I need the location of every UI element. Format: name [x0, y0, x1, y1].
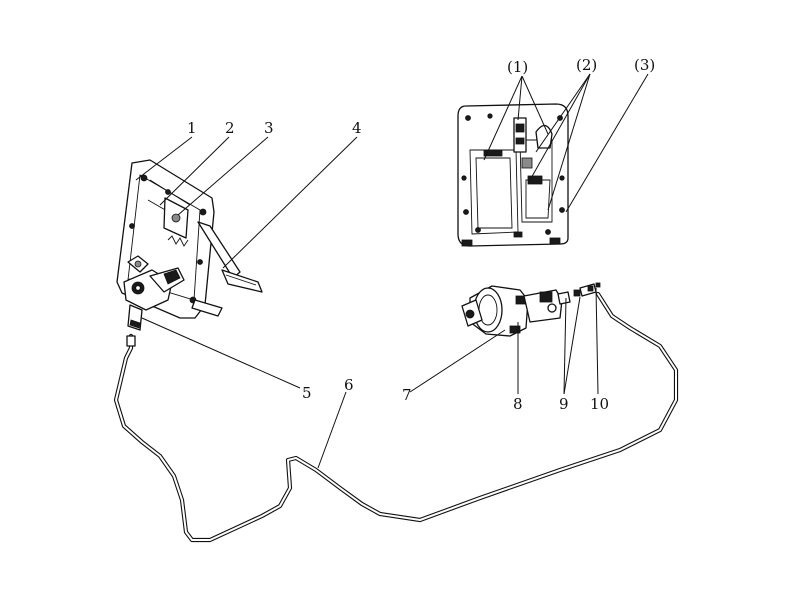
clutch-master-cylinder [123, 255, 185, 331]
callout-detail-2: (2) [576, 56, 597, 74]
callout-1: 1 [187, 119, 197, 137]
callout-7: 7 [402, 386, 412, 404]
pedal-bracket-assembly [116, 159, 263, 331]
callout-detail-3: (3) [634, 56, 655, 74]
callout-3: 3 [264, 119, 274, 137]
callout-2: 2 [225, 119, 235, 137]
callout-8: 8 [513, 395, 523, 413]
pedal-pad [221, 269, 263, 293]
callout-10: 10 [590, 395, 609, 413]
callout-9: 9 [559, 395, 569, 413]
callout-detail-1: (1) [507, 58, 528, 76]
callout-6: 6 [344, 376, 354, 394]
clutch-booster-assembly [461, 282, 601, 337]
hydraulic-pipe [113, 291, 679, 543]
leader-lines [135, 73, 649, 469]
callout-5: 5 [302, 384, 312, 402]
callout-4: 4 [352, 119, 362, 137]
detail-view-pedal-plate [457, 103, 569, 247]
pedal-arm [197, 221, 241, 279]
callout-labels: 1 2 3 4 5 6 7 8 9 10 (1) (2) (3) [187, 56, 655, 413]
